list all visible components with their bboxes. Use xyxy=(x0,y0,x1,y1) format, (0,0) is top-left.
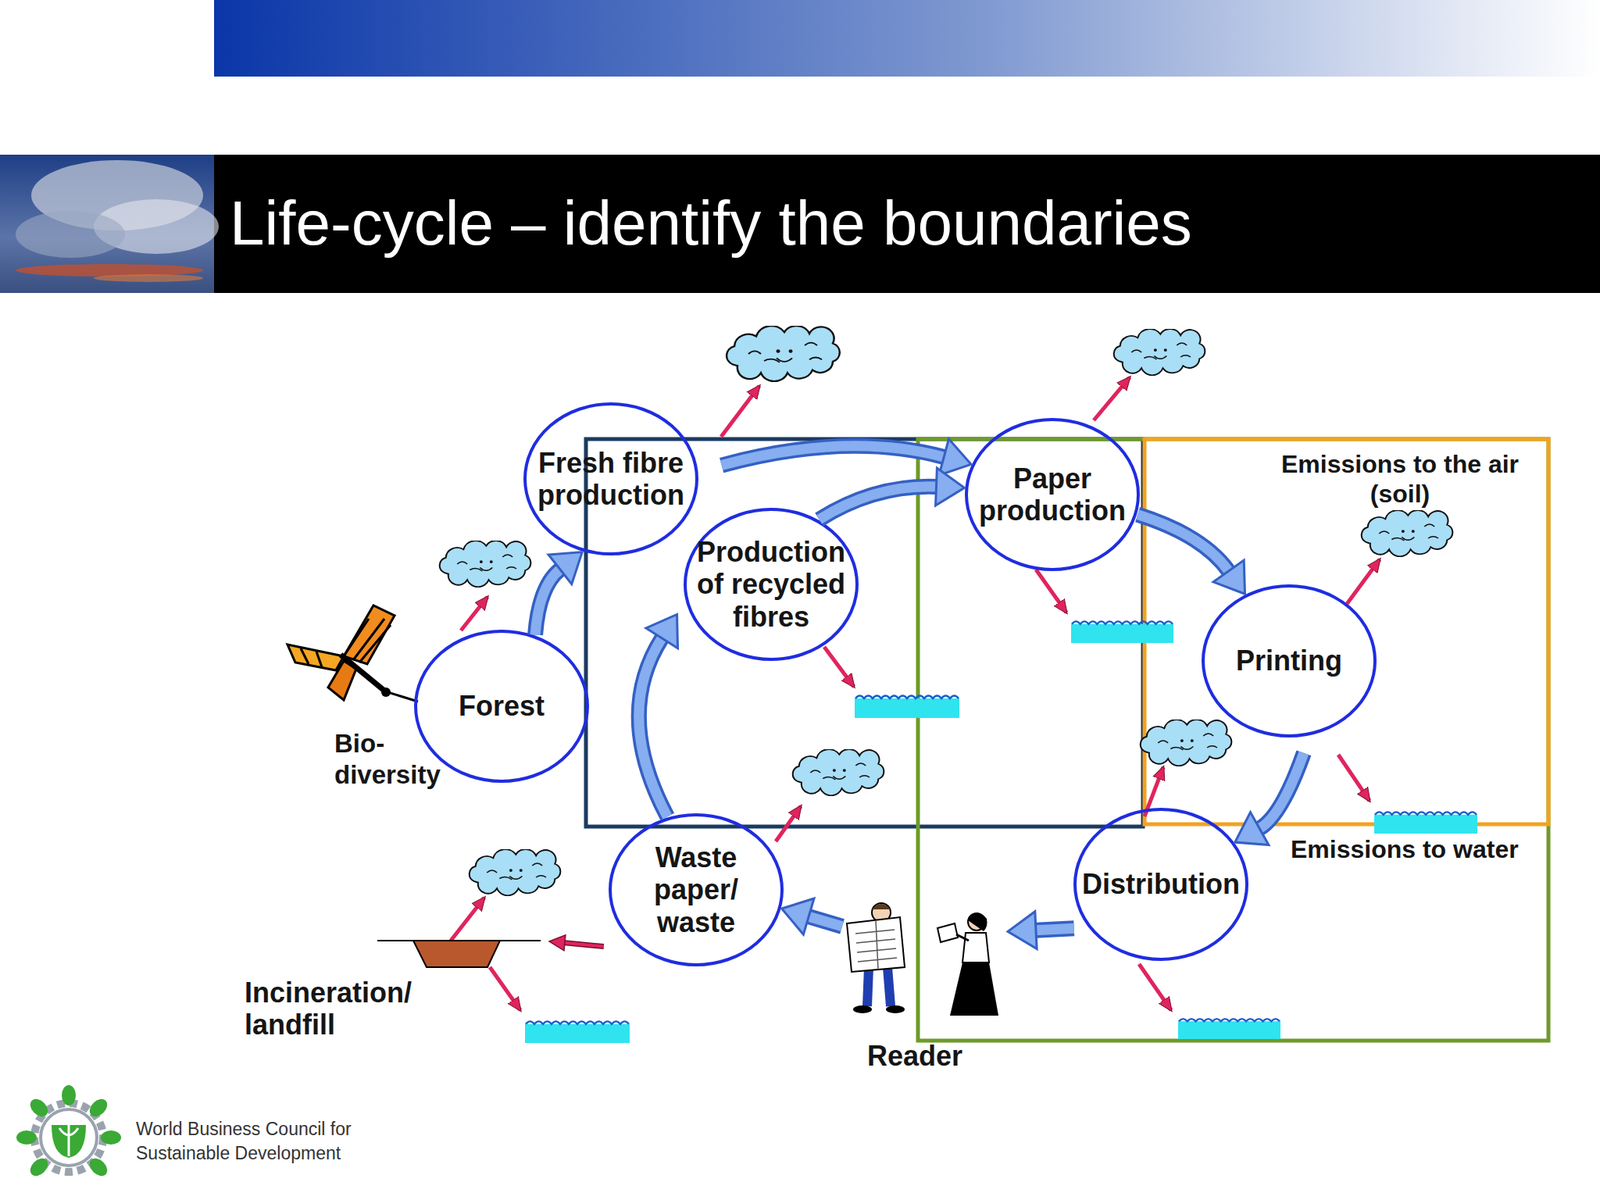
node-label: Forest xyxy=(419,689,584,722)
process-circle: Fresh fibre production xyxy=(522,401,700,557)
boundary-box xyxy=(917,439,1549,1041)
flow-arrow xyxy=(1137,514,1245,595)
node-label: Printing xyxy=(1207,644,1372,677)
flow-arrow xyxy=(819,467,965,520)
node-label: Production of recycled fibres xyxy=(691,535,852,633)
emission-arrow xyxy=(450,377,1380,1011)
process-circle: Paper production xyxy=(964,417,1141,572)
slide-title: Life-cycle – identify the boundaries xyxy=(229,187,1193,260)
header-bar xyxy=(214,0,1600,77)
process-circle: Waste paper/ waste xyxy=(607,812,785,968)
flow-arrow xyxy=(721,439,972,475)
butterfly xyxy=(287,605,418,702)
node-label: Waste paper/ waste xyxy=(637,841,755,939)
figure-node: Incineration/ landfill xyxy=(244,929,550,1047)
reader-figures xyxy=(846,903,999,1016)
flow-arrow xyxy=(782,898,843,935)
water-symbol xyxy=(525,621,1478,1043)
node-label: Incineration/ landfill xyxy=(244,976,433,1042)
annotation-label: Bio- diversity xyxy=(334,728,452,790)
title-band xyxy=(214,154,1600,293)
node-label: Paper production xyxy=(974,462,1131,528)
annotation-label: Emissions to the air (soil) xyxy=(1267,449,1533,510)
emission-cloud xyxy=(439,325,1454,896)
boundary-box xyxy=(1144,439,1549,825)
process-circle: Printing xyxy=(1200,583,1378,739)
figure-node: Reader xyxy=(842,902,1008,1075)
annotation-label: World Business Council for Sustainable D… xyxy=(135,1117,386,1166)
wbcsd-logo xyxy=(16,1085,122,1180)
sky-image xyxy=(0,154,219,293)
annotation-label: Emissions to water xyxy=(1290,834,1549,865)
flow-arrow xyxy=(1007,911,1075,950)
flow-arrow xyxy=(1235,753,1304,846)
node-label: Distribution xyxy=(1077,867,1246,900)
flow-arrow xyxy=(639,614,679,817)
process-circle: Production of recycled fibres xyxy=(682,507,860,662)
node-label: Fresh fibre production xyxy=(532,446,690,512)
disposal-arrow xyxy=(549,935,604,951)
flow-arrow xyxy=(535,552,583,636)
node-label: Reader xyxy=(867,1039,1000,1072)
landfill-pit xyxy=(377,940,541,968)
process-circle: Distribution xyxy=(1072,807,1250,962)
